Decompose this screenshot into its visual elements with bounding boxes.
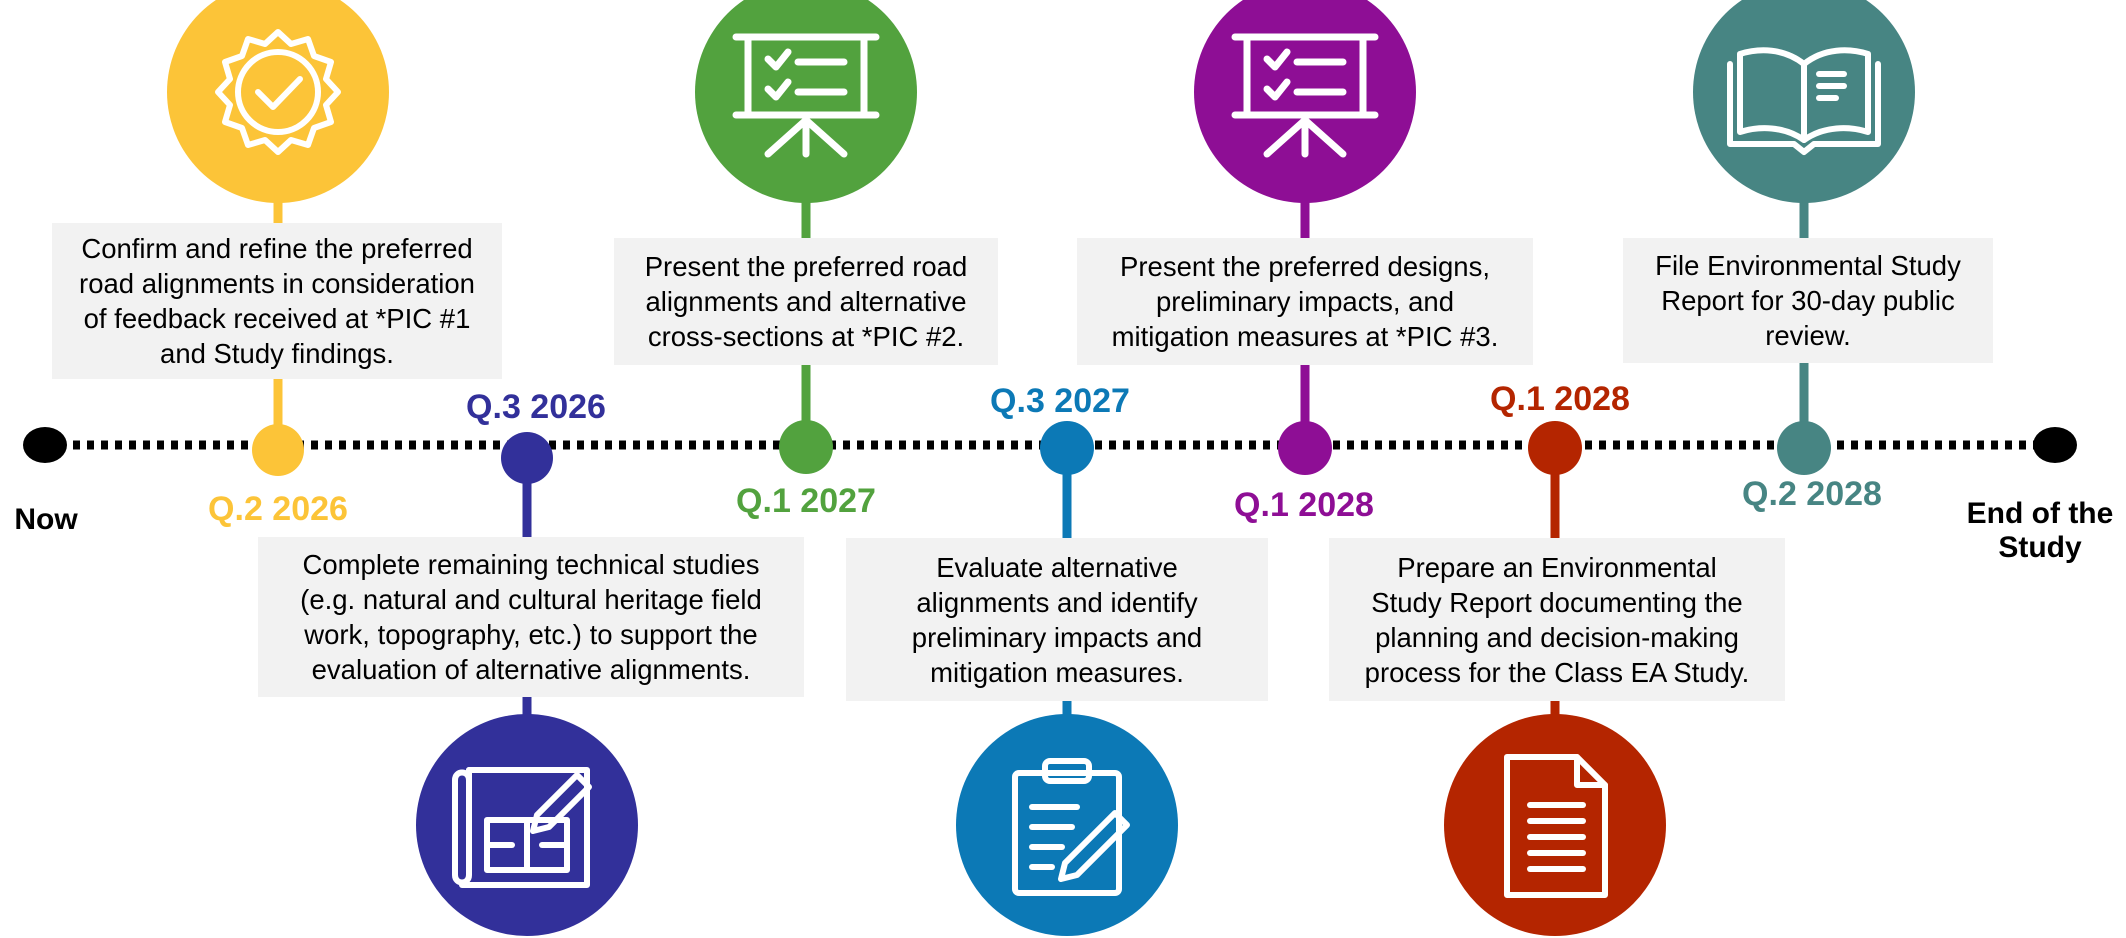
date-label-q1-2027: Q.1 2027 — [736, 482, 876, 520]
marker-q3-2027 — [1040, 421, 1094, 475]
timeline-end-dot — [2033, 427, 2077, 463]
milestone-description: Present the preferred road alignments an… — [614, 238, 998, 365]
icon-circle-q1-2027 — [695, 0, 917, 203]
marker-q1-2028-red — [1528, 421, 1582, 475]
milestone-description: Present the preferred designs, prelimina… — [1077, 238, 1533, 365]
document-icon — [1504, 754, 1608, 898]
timeline-start-dot — [23, 427, 67, 463]
presentation-board-icon — [1231, 33, 1379, 158]
marker-q3-2026 — [501, 432, 553, 484]
date-label-q3-2026: Q.3 2026 — [466, 388, 606, 426]
date-label-q1-2028-purple: Q.1 2028 — [1234, 486, 1374, 524]
icon-circle-q1-2028-purple — [1194, 0, 1416, 203]
date-label-q2-2028: Q.2 2028 — [1742, 475, 1882, 513]
milestone-description: Complete remaining technical studies (e.… — [258, 537, 804, 697]
start-label: Now — [14, 503, 78, 536]
milestone-description: Prepare an Environmental Study Report do… — [1329, 538, 1785, 701]
date-label-q1-2028-red: Q.1 2028 — [1490, 380, 1630, 418]
date-label-q2-2026: Q.2 2026 — [208, 490, 348, 528]
end-label: End of the Study — [1966, 497, 2114, 564]
marker-q2-2028 — [1777, 421, 1831, 475]
open-book-icon — [1727, 47, 1881, 155]
marker-q2-2026 — [252, 424, 304, 476]
milestone-description: Evaluate alternative alignments and iden… — [846, 538, 1268, 701]
milestone-description: File Environmental Study Report for 30-d… — [1623, 238, 1993, 363]
badge-check-icon — [215, 29, 341, 155]
milestone-description: Confirm and refine the preferred road al… — [52, 223, 502, 379]
blueprint-pencil-icon — [452, 767, 592, 888]
clipboard-pencil-icon — [1012, 758, 1130, 896]
presentation-board-icon — [732, 33, 880, 158]
date-label-q3-2027: Q.3 2027 — [990, 382, 1130, 420]
marker-q1-2028-purple — [1278, 421, 1332, 475]
marker-q1-2027 — [779, 420, 833, 474]
icon-circle-q1-2028-red — [1444, 714, 1666, 936]
